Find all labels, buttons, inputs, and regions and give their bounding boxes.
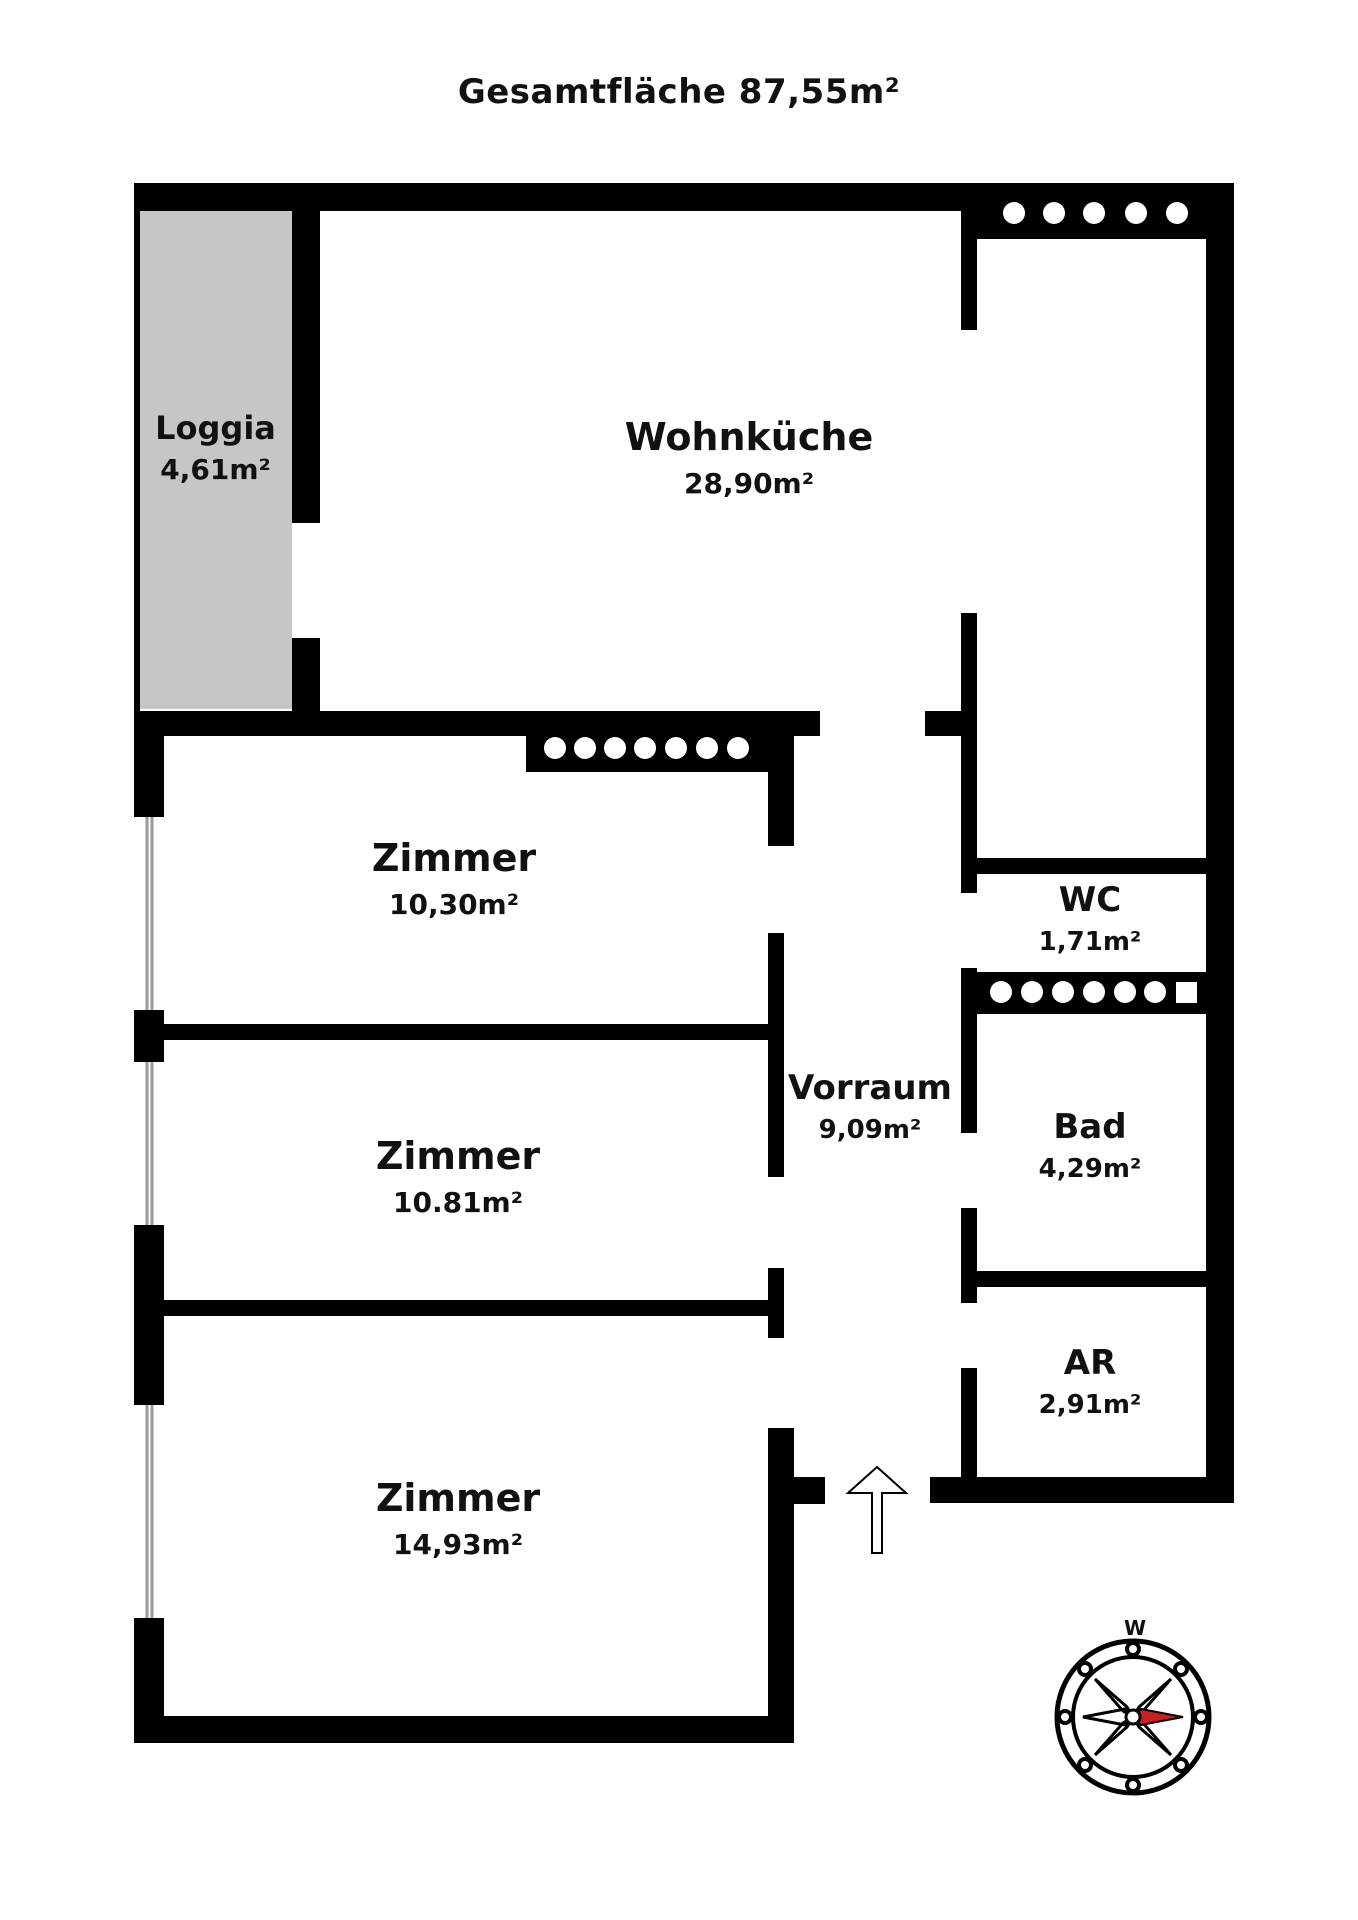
shaft-circles-top (1003, 202, 1188, 224)
room-name: Loggia (155, 409, 276, 447)
total-area-title: Gesamtfläche 87,55m² (457, 72, 901, 112)
room-wohnkueche: Wohnküche 28,90m² (544, 414, 954, 501)
room-wc: WC 1,71m² (1000, 879, 1180, 958)
room-loggia: Loggia 4,61m² (139, 408, 292, 487)
room-name: Vorraum (788, 1068, 952, 1108)
room-area: 4,29m² (1038, 1153, 1142, 1184)
room-area: 1,71m² (1038, 926, 1142, 957)
room-name: Bad (1053, 1107, 1127, 1147)
room-area: 28,90m² (683, 466, 814, 500)
compass-west-label: W (1124, 1616, 1147, 1640)
room-area: 9,09m² (818, 1114, 922, 1145)
room-vorraum: Vorraum 9,09m² (770, 1067, 970, 1146)
room-area: 10.81m² (392, 1185, 523, 1219)
room-zimmer-1: Zimmer 10,30m² (304, 835, 604, 922)
entrance-arrow-icon (845, 1465, 909, 1554)
room-ar: AR 2,91m² (1000, 1342, 1180, 1421)
room-area: 14,93m² (392, 1527, 523, 1561)
compass-icon (1054, 1638, 1212, 1796)
shaft-circles-bath (990, 981, 1197, 1003)
loggia-area (139, 211, 292, 709)
room-name: AR (1063, 1343, 1117, 1383)
room-zimmer-2: Zimmer 10.81m² (308, 1133, 608, 1220)
room-name: Zimmer (375, 1476, 541, 1520)
room-area: 2,91m² (1038, 1389, 1142, 1420)
room-name: Wohnküche (624, 415, 874, 459)
room-bad: Bad 4,29m² (1000, 1106, 1180, 1185)
room-area: 10,30m² (388, 887, 519, 921)
room-name: Zimmer (375, 1134, 541, 1178)
windows (145, 817, 154, 1618)
room-name: Zimmer (371, 836, 537, 880)
room-area: 4,61m² (160, 453, 271, 486)
room-zimmer-3: Zimmer 14,93m² (308, 1475, 608, 1562)
room-name: WC (1058, 880, 1122, 920)
shaft-circles-middle (544, 737, 749, 759)
